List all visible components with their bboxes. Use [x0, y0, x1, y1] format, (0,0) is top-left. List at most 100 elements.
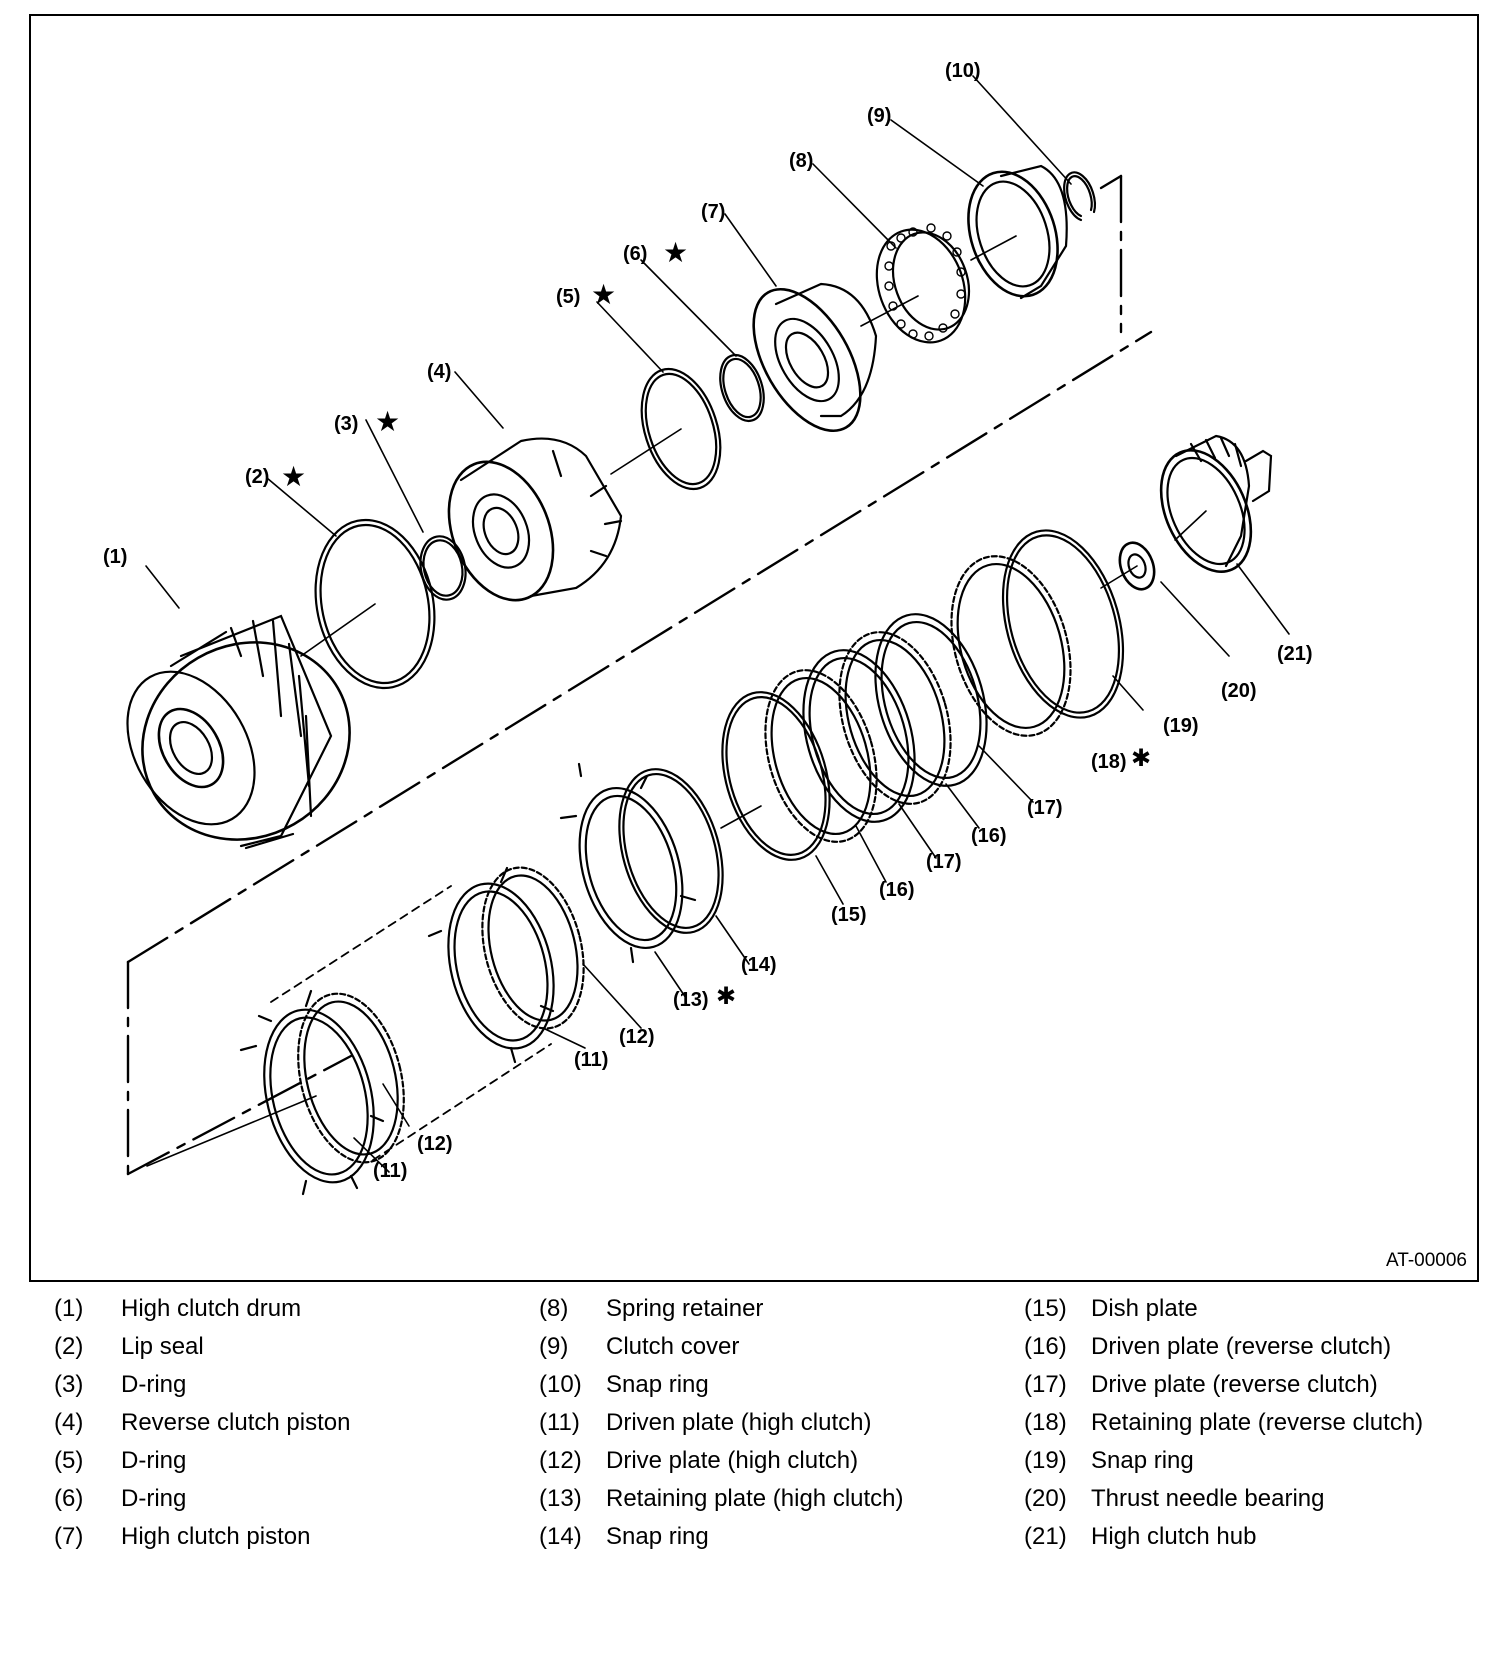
- callout-12-upper: (12): [619, 1026, 655, 1048]
- legend-item: (5) D-ring: [54, 1447, 474, 1485]
- callout-14: (14): [741, 954, 777, 976]
- legend-number: (2): [54, 1333, 84, 1360]
- legend-item: (6) D-ring: [54, 1485, 474, 1523]
- callout-15: (15): [831, 904, 867, 926]
- callout-18: (18): [1091, 751, 1127, 773]
- figure-code: AT-00006: [1386, 1250, 1467, 1271]
- legend-label: Drive plate (high clutch): [606, 1447, 859, 1474]
- high-clutch-hub: [1159, 434, 1273, 573]
- snap-ring-10: [1063, 171, 1097, 222]
- callout-12-lower: (12): [417, 1133, 453, 1155]
- legend-number: (21): [1024, 1523, 1067, 1550]
- legend-label: Lip seal: [121, 1333, 204, 1360]
- high-clutch-piston: [752, 282, 878, 433]
- legend-item: (13)Retaining plate (high clutch): [539, 1485, 979, 1523]
- legend-column-3: (15)Dish plate (16) Driven plate (reverse…: [1024, 1295, 1484, 1561]
- legend-label: Snap ring: [606, 1371, 709, 1398]
- retaining-plate-high-clutch: [559, 762, 697, 964]
- legend-label: Retaining plate (high clutch): [606, 1485, 904, 1512]
- legend-number: (14): [539, 1523, 582, 1550]
- legend-item: (3)D-ring: [54, 1371, 474, 1409]
- legend-number: (9): [539, 1333, 569, 1360]
- d-ring-6: [719, 353, 765, 423]
- legend-item: (2) Lip seal: [54, 1333, 474, 1371]
- legend-item: (15)Dish plate: [1024, 1295, 1484, 1333]
- legend-label: Spring retainer: [606, 1295, 764, 1322]
- asterisk-mark: ✱: [716, 983, 736, 1010]
- callout-17-upper: (17): [1027, 797, 1063, 819]
- legend-column-1: (1) High clutch drum (2) Lip seal (3)D-rin…: [54, 1295, 474, 1561]
- clutch-cover: [967, 164, 1068, 300]
- thrust-needle-bearing: [1118, 541, 1156, 591]
- legend-label: Retaining plate (reverse clutch): [1091, 1409, 1424, 1436]
- legend-number: (12): [539, 1447, 582, 1474]
- legend-number: (6): [54, 1485, 84, 1512]
- high-clutch-drum: [126, 614, 351, 850]
- callout-6: (6): [623, 243, 647, 265]
- legend-number: (7): [54, 1523, 84, 1550]
- retaining-plate-reverse-clutch: [950, 555, 1072, 737]
- legend-item: (9)Clutch cover: [539, 1333, 979, 1371]
- legend-item: (14)Snap ring: [539, 1523, 979, 1561]
- legend-label: D-ring: [121, 1485, 187, 1512]
- callout-17-lower: (17): [926, 851, 962, 873]
- legend-number: (11): [539, 1409, 580, 1436]
- legend-item: (19)Snap ring: [1024, 1447, 1484, 1485]
- callout-16-lower: (16): [879, 879, 915, 901]
- legend-number: (1): [54, 1295, 84, 1322]
- callout-9: (9): [867, 105, 891, 127]
- assembly-axis: [126, 174, 1153, 1176]
- callout-3: (3): [334, 413, 358, 435]
- legend-item: (21) High clutch hub: [1024, 1523, 1484, 1561]
- callout-1: (1): [103, 546, 127, 568]
- legend-item: (4) Reverse clutch piston: [54, 1409, 474, 1447]
- legend-label: Driven plate (high clutch): [606, 1409, 872, 1436]
- driven-plate-high-clutch-lower: [239, 989, 385, 1196]
- snap-ring-14: [618, 768, 724, 934]
- legend-label: Thrust needle bearing: [1091, 1485, 1325, 1512]
- legend-label: Snap ring: [1091, 1447, 1194, 1474]
- diagram-drawing: (1) (2) (3) (4) (5) (6) (7) (8) (9) (10)…: [103, 60, 1313, 1196]
- legend-item: (11) Driven plate (high clutch): [539, 1409, 979, 1447]
- callout-4: (4): [427, 361, 451, 383]
- legend-label: Reverse clutch piston: [121, 1409, 351, 1436]
- reverse-clutch-plates: [764, 613, 988, 843]
- legend-label: Driven plate (reverse clutch): [1091, 1333, 1392, 1360]
- star-mark: ★: [281, 461, 306, 492]
- legend-item: (8) Spring retainer: [539, 1295, 979, 1333]
- legend-column-2: (8) Spring retainer (9)Clutch cover (10) S…: [539, 1295, 979, 1561]
- legend-label: D-ring: [121, 1447, 187, 1474]
- callout-7: (7): [701, 201, 725, 223]
- legend-item: (7) High clutch piston: [54, 1523, 474, 1561]
- legend-number: (5): [54, 1447, 84, 1474]
- legend-label: Drive plate (reverse clutch): [1091, 1371, 1378, 1398]
- legend-item: (17) Drive plate (reverse clutch): [1024, 1371, 1484, 1409]
- snap-ring-19: [1001, 529, 1125, 719]
- legend-number: (10): [539, 1371, 582, 1398]
- callout-2: (2): [245, 466, 269, 488]
- legend-item: (20) Thrust needle bearing: [1024, 1485, 1484, 1523]
- leader-lines: [145, 75, 1290, 1173]
- legend-number: (20): [1024, 1485, 1067, 1512]
- callout-5: (5): [556, 286, 580, 308]
- legend-label: High clutch hub: [1091, 1523, 1257, 1550]
- callout-21: (21): [1277, 643, 1313, 665]
- star-mark: ★: [591, 279, 616, 310]
- callout-16-upper: (16): [971, 825, 1007, 847]
- spring-retainer: [875, 223, 971, 344]
- legend-label: High clutch piston: [121, 1523, 311, 1550]
- legend-number: (4): [54, 1409, 84, 1436]
- callout-11-lower: (11): [373, 1160, 407, 1182]
- legend-label: D-ring: [121, 1371, 187, 1398]
- legend-number: (16): [1024, 1333, 1067, 1360]
- callout-13: (13): [673, 989, 709, 1011]
- callout-19: (19): [1163, 715, 1199, 737]
- legend-number: (8): [539, 1295, 569, 1322]
- drive-plate-high-clutch-lower: [297, 992, 405, 1164]
- star-mark: ★: [375, 406, 400, 437]
- callout-11-upper: (11): [574, 1049, 608, 1071]
- reverse-clutch-piston: [447, 437, 623, 602]
- legend-number: (17): [1024, 1371, 1067, 1398]
- legend-number: (18): [1024, 1409, 1067, 1436]
- legend-label: High clutch drum: [121, 1295, 302, 1322]
